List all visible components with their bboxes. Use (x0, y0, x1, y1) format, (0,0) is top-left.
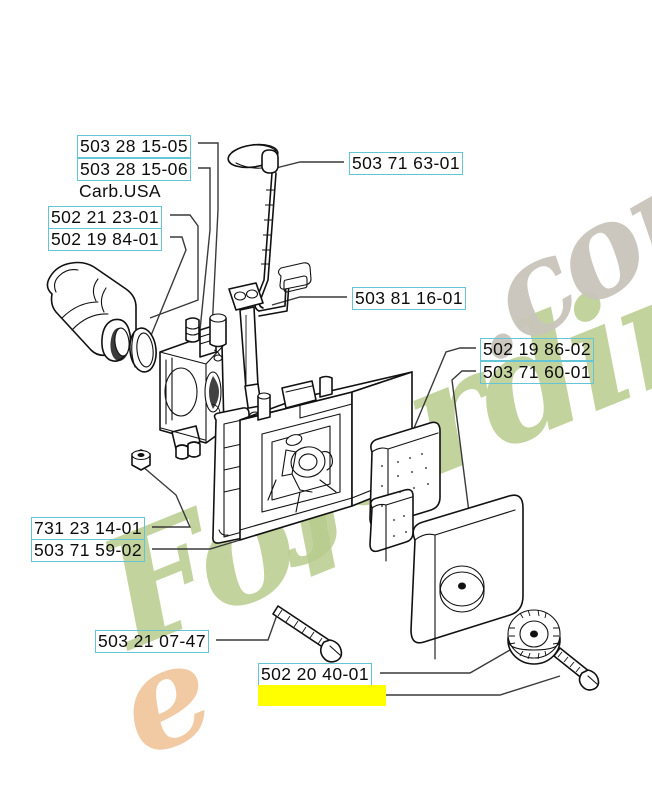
part-label-503-71-59-02[interactable]: 503 71 59-02 (31, 539, 145, 562)
intake-gasket-ring (129, 327, 157, 373)
part-label-502-19-86-02[interactable]: 502 19 86-02 (480, 338, 594, 361)
part-label-503-71-60-01[interactable]: 503 71 60-01 (480, 361, 594, 384)
cover-screw (553, 647, 600, 691)
leader-lines (141, 142, 561, 696)
intake-manifold-elbow (46, 261, 137, 362)
carburetor-body (159, 313, 227, 460)
part-label-carb-usa: Carb.USA (79, 181, 161, 201)
part-label-502-21-23-01[interactable]: 502 21 23-01 (48, 206, 162, 229)
housing-internals (267, 434, 337, 513)
part-label-503-28-15-06[interactable]: 503 28 15-06 (77, 158, 191, 181)
part-label-503-71-63-01[interactable]: 503 71 63-01 (349, 152, 463, 175)
part-label-731-23-14-01[interactable]: 731 23 14-01 (31, 517, 145, 540)
part-label-502-20-40-01[interactable]: 502 20 40-01 (258, 663, 372, 686)
air-filter-element (369, 421, 441, 562)
hex-nut (131, 449, 151, 471)
long-screw (272, 605, 343, 663)
part-label-503-28-15-05[interactable]: 503 28 15-05 (77, 135, 191, 158)
part-label-502-19-84-01[interactable]: 502 19 84-01 (48, 228, 162, 251)
filter-knob (507, 609, 561, 665)
part-label-redacted[interactable] (258, 685, 386, 706)
air-filter-cover (410, 494, 524, 660)
bracket-clip (277, 262, 312, 293)
part-label-503-21-07-47[interactable]: 503 21 07-47 (95, 630, 209, 653)
part-label-503-81-16-01[interactable]: 503 81 16-01 (352, 287, 466, 310)
